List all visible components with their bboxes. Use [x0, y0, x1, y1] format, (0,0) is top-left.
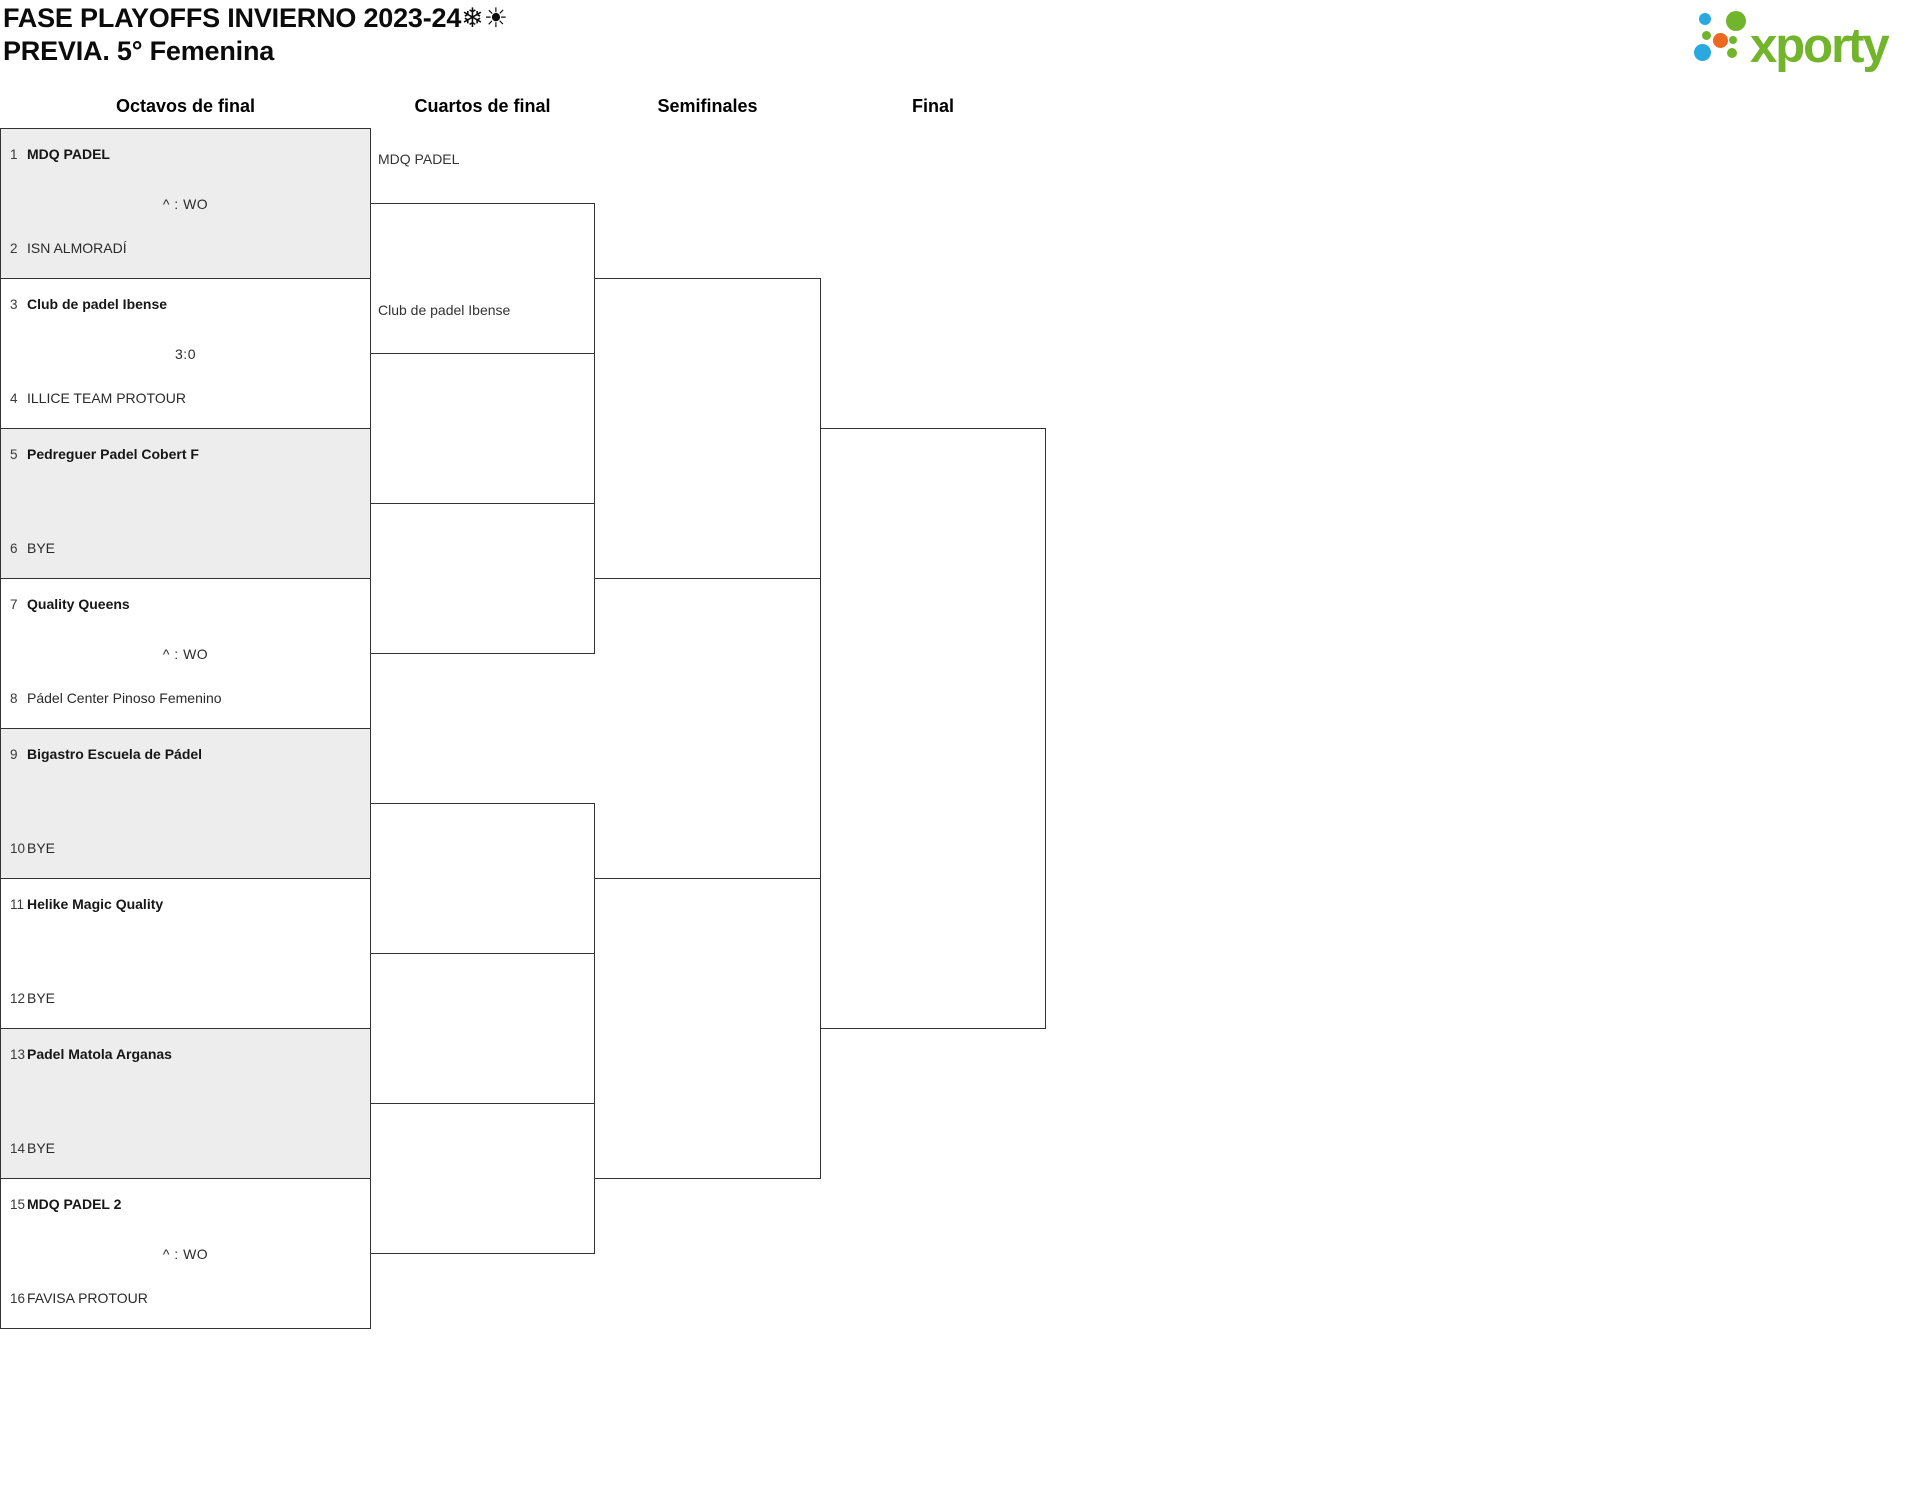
logo-dot-icon	[1713, 33, 1728, 48]
match-score: ^ : WO	[162, 196, 209, 212]
seed-number: 7	[10, 597, 18, 612]
team-name: ISN ALMORADÍ	[27, 240, 127, 256]
octavos-match-8[interactable]: 15 MDQ PADEL 2 ^ : WO 16 FAVISA PROTOUR	[0, 1178, 371, 1329]
logo-dot-icon	[1699, 13, 1711, 25]
team-name: BYE	[27, 990, 56, 1006]
team-row: 12 BYE	[10, 990, 364, 1006]
team-row: 13 Padel Matola Arganas	[10, 1046, 364, 1062]
octavos-match-2[interactable]: 3 Club de padel Ibense 3:0 4 ILLICE TEAM…	[0, 278, 371, 429]
match-score: ^ : WO	[162, 646, 209, 662]
team-row: 10 BYE	[10, 840, 364, 856]
team-row: 4 ILLICE TEAM PROTOUR	[10, 390, 364, 406]
team-row: 6 BYE	[10, 540, 364, 556]
seed-number: 3	[10, 297, 18, 312]
team-name: Bigastro Escuela de Pádel	[27, 746, 203, 762]
seed-number: 8	[10, 691, 18, 706]
team-name: FAVISA PROTOUR	[27, 1290, 148, 1306]
team-name: Helike Magic Quality	[27, 896, 164, 912]
octavos-match-6[interactable]: 11 Helike Magic Quality 12 BYE	[0, 878, 371, 1029]
team-row: 9 Bigastro Escuela de Pádel	[10, 746, 364, 762]
seed-number: 14	[10, 1141, 26, 1156]
team-row: 14 BYE	[10, 1140, 364, 1156]
seed-number: 6	[10, 541, 18, 556]
logo-dot-icon	[1726, 11, 1746, 31]
team-name: BYE	[27, 840, 56, 856]
page-title: FASE PLAYOFFS INVIERNO 2023-24❄☀ PREVIA.…	[3, 2, 508, 68]
quarterfinal-box-3	[370, 803, 595, 954]
seed-number: 9	[10, 747, 18, 762]
seed-number: 10	[10, 841, 26, 856]
semifinal-box-2	[594, 878, 821, 1179]
team-row: 2 ISN ALMORADÍ	[10, 240, 364, 256]
team-row: 5 Pedreguer Padel Cobert F	[10, 446, 364, 462]
octavos-match-4[interactable]: 7 Quality Queens ^ : WO 8 Pádel Center P…	[0, 578, 371, 729]
seed-number: 4	[10, 391, 18, 406]
round-header-octavos: Octavos de final	[115, 96, 256, 116]
match-score: 3:0	[175, 346, 196, 362]
team-row: 1 MDQ PADEL	[10, 146, 364, 162]
logo-dot-icon	[1727, 48, 1737, 58]
team-name: MDQ PADEL 2	[27, 1196, 122, 1212]
team-row: 3 Club de padel Ibense	[10, 296, 364, 312]
quarterfinal-box-1	[370, 203, 595, 354]
logo-wordmark: xporty	[1750, 19, 1890, 73]
octavos-match-5[interactable]: 9 Bigastro Escuela de Pádel 10 BYE	[0, 728, 371, 879]
seed-number: 5	[10, 447, 18, 462]
seed-number: 1	[10, 147, 18, 162]
xporty-logo[interactable]: xporty	[1678, 0, 1920, 80]
round-header-cuartos: Cuartos de final	[414, 96, 551, 116]
team-name: ILLICE TEAM PROTOUR	[27, 390, 186, 406]
team-row: 7 Quality Queens	[10, 596, 364, 612]
team-row: 8 Pádel Center Pinoso Femenino	[10, 690, 364, 706]
round-header-final: Final	[911, 96, 954, 116]
round-header-semifinales: Semifinales	[657, 96, 758, 116]
team-name: BYE	[27, 1140, 56, 1156]
logo-dot-icon	[1702, 31, 1711, 40]
seed-number: 2	[10, 241, 18, 256]
quarterfinal-box-4	[370, 1103, 595, 1254]
team-row: 15 MDQ PADEL 2	[10, 1196, 364, 1212]
team-name: BYE	[27, 540, 56, 556]
match-score: ^ : WO	[162, 1246, 209, 1262]
team-name: MDQ PADEL	[27, 146, 110, 162]
seed-number: 12	[10, 991, 26, 1006]
team-name: Club de padel Ibense	[27, 296, 168, 312]
quarterfinal-team-top: MDQ PADEL	[378, 151, 460, 167]
seed-number: 15	[10, 1197, 26, 1212]
octavos-match-1[interactable]: 1 MDQ PADEL ^ : WO 2 ISN ALMORADÍ	[0, 128, 371, 279]
logo-dot-icon	[1729, 36, 1737, 44]
page-title-line2: PREVIA. 5° Femenina	[3, 36, 275, 66]
logo-dot-icon	[1694, 44, 1711, 61]
seed-number: 16	[10, 1291, 26, 1306]
page-title-line1: FASE PLAYOFFS INVIERNO 2023-24❄☀	[3, 3, 508, 33]
team-row: 16 FAVISA PROTOUR	[10, 1290, 364, 1306]
seed-number: 11	[10, 897, 25, 912]
quarterfinal-team-bottom: Club de padel Ibense	[378, 302, 511, 318]
quarterfinal-box-2	[370, 503, 595, 654]
seed-number: 13	[10, 1047, 26, 1062]
team-name: Padel Matola Arganas	[27, 1046, 172, 1062]
semifinal-box-1	[594, 278, 821, 579]
team-name: Quality Queens	[27, 596, 130, 612]
octavos-match-7[interactable]: 13 Padel Matola Arganas 14 BYE	[0, 1028, 371, 1179]
team-name: Pedreguer Padel Cobert F	[27, 446, 199, 462]
octavos-match-3[interactable]: 5 Pedreguer Padel Cobert F 6 BYE	[0, 428, 371, 579]
team-name: Pádel Center Pinoso Femenino	[27, 690, 222, 706]
team-row: 11 Helike Magic Quality	[10, 896, 364, 912]
final-box	[820, 428, 1046, 1029]
